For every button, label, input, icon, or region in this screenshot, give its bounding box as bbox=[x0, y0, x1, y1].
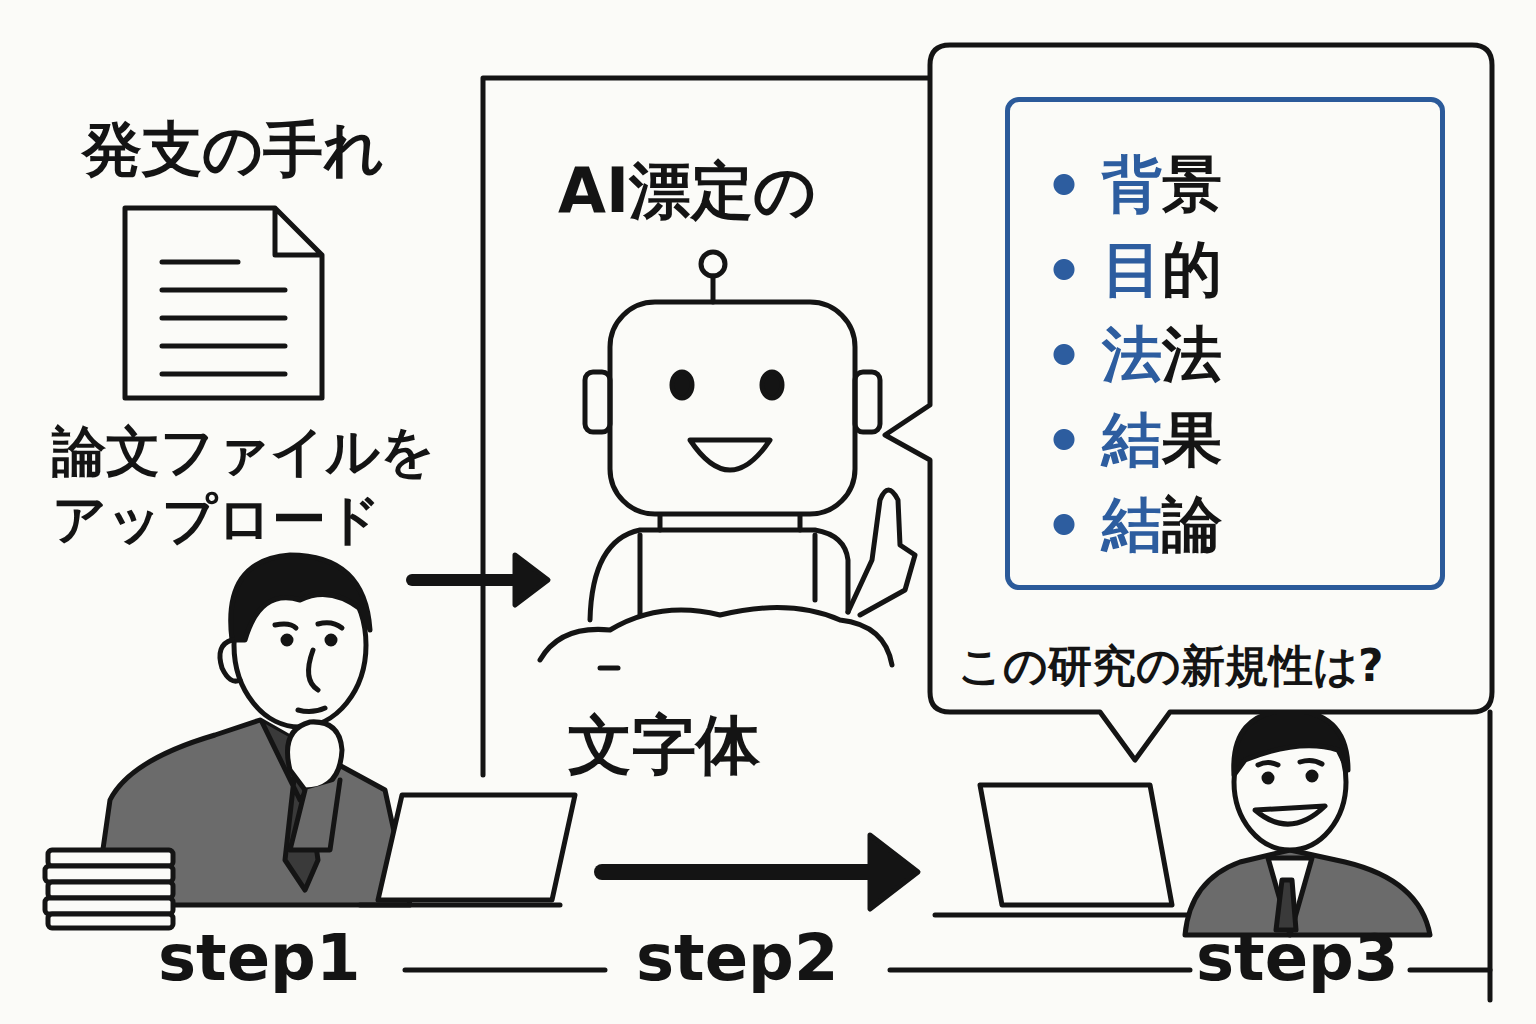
question-text: この研究の新規性は? bbox=[958, 640, 1384, 693]
list-item: 目的 bbox=[1050, 227, 1420, 312]
list-item: 背景 bbox=[1050, 142, 1420, 227]
bubble-path bbox=[885, 45, 1492, 760]
step-label: step1 bbox=[158, 918, 388, 998]
arrow-line bbox=[412, 574, 520, 586]
arrow-head bbox=[515, 555, 548, 605]
step-label: step3 bbox=[1196, 918, 1426, 998]
speech-bubble: この研究の新規性は? 背景目的法法結果結論 bbox=[930, 45, 1492, 712]
list-item: 結論 bbox=[1050, 482, 1420, 567]
laptop bbox=[360, 795, 575, 905]
laptop bbox=[935, 785, 1190, 915]
person-smiling bbox=[1185, 710, 1430, 935]
list-item: 法法 bbox=[1050, 312, 1420, 397]
robot bbox=[540, 252, 915, 668]
frame-line bbox=[1488, 712, 1493, 1000]
annotation-label: 論文ファイルを アップロード bbox=[52, 418, 457, 553]
arrow-line bbox=[602, 864, 880, 880]
title-text: 発支の手れ bbox=[82, 112, 502, 187]
arrow-head bbox=[870, 835, 918, 909]
point-list-box: 背景目的法法結果結論 bbox=[1005, 97, 1445, 590]
document-lines bbox=[162, 262, 285, 374]
annotation-label: AI漂定の bbox=[558, 152, 938, 230]
document-icon bbox=[125, 208, 322, 398]
step-label: step2 bbox=[636, 918, 866, 998]
annotation-label: 文字体 bbox=[568, 705, 888, 785]
book-stack bbox=[45, 850, 173, 928]
list-item: 結果 bbox=[1050, 397, 1420, 482]
